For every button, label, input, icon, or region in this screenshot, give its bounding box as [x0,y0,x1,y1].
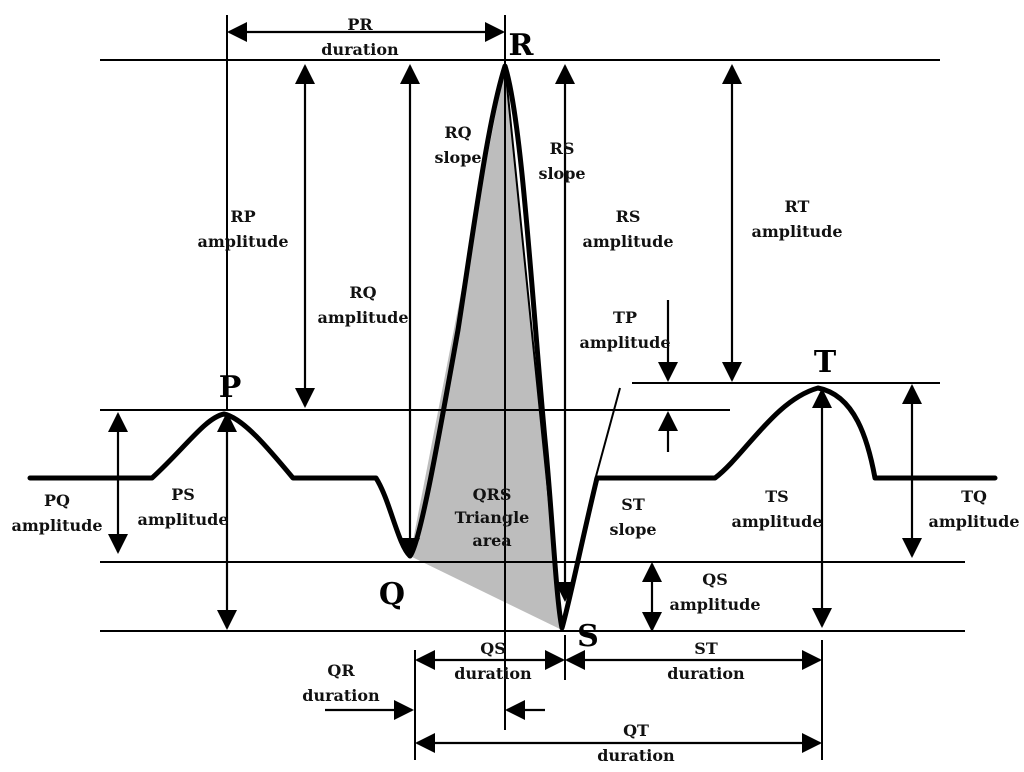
ecg-waveform [27,63,998,631]
st-slope-line [594,387,621,481]
t-wave-label: T [814,345,837,380]
q-wave-label: Q [379,577,405,612]
qrs-triangle-area [410,66,562,630]
r-wave-label: R [509,28,535,63]
p-wave-label: P [219,370,242,405]
s-wave-label: S [577,619,599,654]
